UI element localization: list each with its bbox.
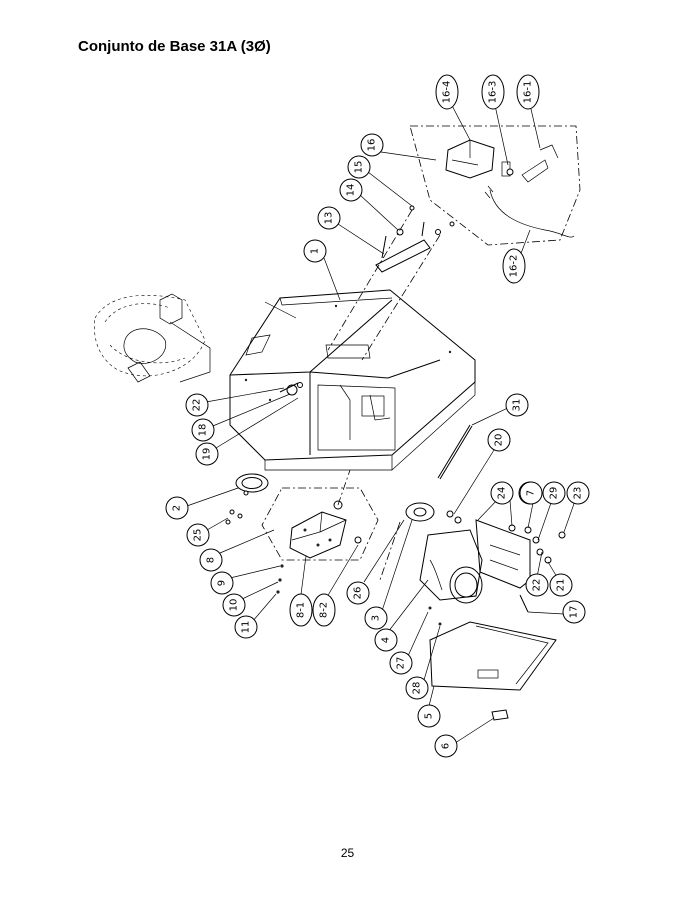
page-number: 25 — [340, 846, 355, 860]
flange-ring — [225, 473, 269, 525]
callout-14: 14 — [339, 178, 363, 202]
callout-10: 10 — [222, 593, 246, 617]
callout-31: 31 — [505, 393, 529, 417]
callout-16-3: 16-3 — [481, 74, 505, 110]
svg-text:5: 5 — [424, 713, 435, 719]
callout-23: 23 — [566, 481, 590, 505]
callout-3: 3 — [364, 606, 388, 630]
callout-11: 11 — [234, 615, 258, 639]
callout-17: 17 — [562, 600, 586, 624]
svg-text:8: 8 — [206, 557, 217, 563]
callout-19: 19 — [195, 442, 219, 466]
callout-24: 24 — [490, 481, 514, 505]
callout-21: 21 — [549, 573, 573, 597]
callout-5: 5 — [417, 704, 441, 728]
base-cabinet — [229, 289, 476, 471]
callout-16-1: 16-1 — [516, 74, 540, 110]
svg-text:16-1: 16-1 — [523, 81, 534, 104]
page-title: Conjunto de Base 31A (3Ø) — [78, 38, 271, 55]
svg-text:28: 28 — [412, 682, 423, 695]
svg-text:18: 18 — [198, 424, 209, 437]
callout-16-4: 16-4 — [435, 74, 459, 110]
mounting-bracket — [327, 205, 455, 361]
svg-text:31: 31 — [512, 399, 523, 412]
callout-28: 28 — [405, 676, 429, 700]
callout-1: 1 — [303, 239, 327, 263]
rod — [437, 424, 473, 480]
svg-text:21: 21 — [556, 579, 567, 592]
svg-text:9: 9 — [217, 580, 228, 586]
svg-text:13: 13 — [324, 212, 335, 225]
callout-20: 20 — [487, 428, 511, 452]
svg-text:19: 19 — [202, 448, 213, 461]
svg-text:7: 7 — [526, 490, 537, 496]
svg-text:20: 20 — [494, 434, 505, 447]
callout-29: 29 — [542, 481, 566, 505]
svg-text:27: 27 — [396, 657, 407, 670]
svg-text:11: 11 — [241, 621, 252, 634]
svg-text:6: 6 — [441, 743, 452, 749]
callout-7: 7 — [519, 481, 543, 505]
svg-text:10: 10 — [229, 599, 240, 612]
callout-27: 27 — [389, 651, 413, 675]
motor-mount-bracket — [446, 510, 566, 613]
svg-text:1: 1 — [310, 248, 321, 254]
svg-text:8-1: 8-1 — [296, 602, 307, 618]
svg-text:29: 29 — [549, 487, 560, 500]
callout-22a: 22 — [185, 393, 209, 417]
svg-text:16-4: 16-4 — [442, 81, 453, 104]
svg-text:2: 2 — [172, 505, 183, 511]
svg-text:22: 22 — [532, 579, 543, 592]
svg-text:4: 4 — [381, 637, 392, 643]
svg-text:26: 26 — [353, 587, 364, 600]
callout-15: 15 — [347, 155, 371, 179]
motor-assembly — [379, 502, 483, 604]
callout-22b: 22 — [525, 573, 549, 597]
blower-wheel-assembly — [94, 293, 211, 383]
callout-4: 4 — [374, 628, 398, 652]
svg-text:23: 23 — [573, 487, 584, 500]
svg-text:8-2: 8-2 — [319, 602, 330, 618]
callout-9: 9 — [210, 571, 234, 595]
svg-text:15: 15 — [354, 161, 365, 174]
svg-text:14: 14 — [346, 184, 357, 197]
callout-25: 25 — [186, 523, 210, 547]
callout-bubbles: 1 13 14 15 16 16-4 16-3 16-1 16-2 22 18 … — [165, 74, 590, 758]
callout-8: 8 — [199, 548, 223, 572]
svg-text:16-3: 16-3 — [488, 81, 499, 104]
svg-text:22: 22 — [192, 399, 203, 412]
fasteners-left — [279, 382, 303, 396]
callout-8-2: 8-2 — [312, 593, 336, 627]
svg-text:17: 17 — [569, 606, 580, 619]
callout-18: 18 — [191, 418, 215, 442]
electrical-control-box-group — [409, 125, 581, 246]
callout-2: 2 — [165, 496, 189, 520]
svg-text:16-2: 16-2 — [509, 255, 520, 278]
callout-6: 6 — [434, 734, 458, 758]
svg-text:16: 16 — [367, 139, 378, 152]
callout-13: 13 — [317, 206, 341, 230]
svg-text:24: 24 — [497, 487, 508, 500]
svg-text:25: 25 — [193, 529, 204, 542]
callout-8-1: 8-1 — [289, 593, 313, 627]
callout-26: 26 — [346, 581, 370, 605]
access-panel — [428, 606, 557, 721]
callout-16: 16 — [360, 133, 384, 157]
callout-16-2: 16-2 — [502, 248, 526, 284]
junction-box-assembly — [261, 469, 379, 594]
svg-text:3: 3 — [371, 615, 382, 621]
